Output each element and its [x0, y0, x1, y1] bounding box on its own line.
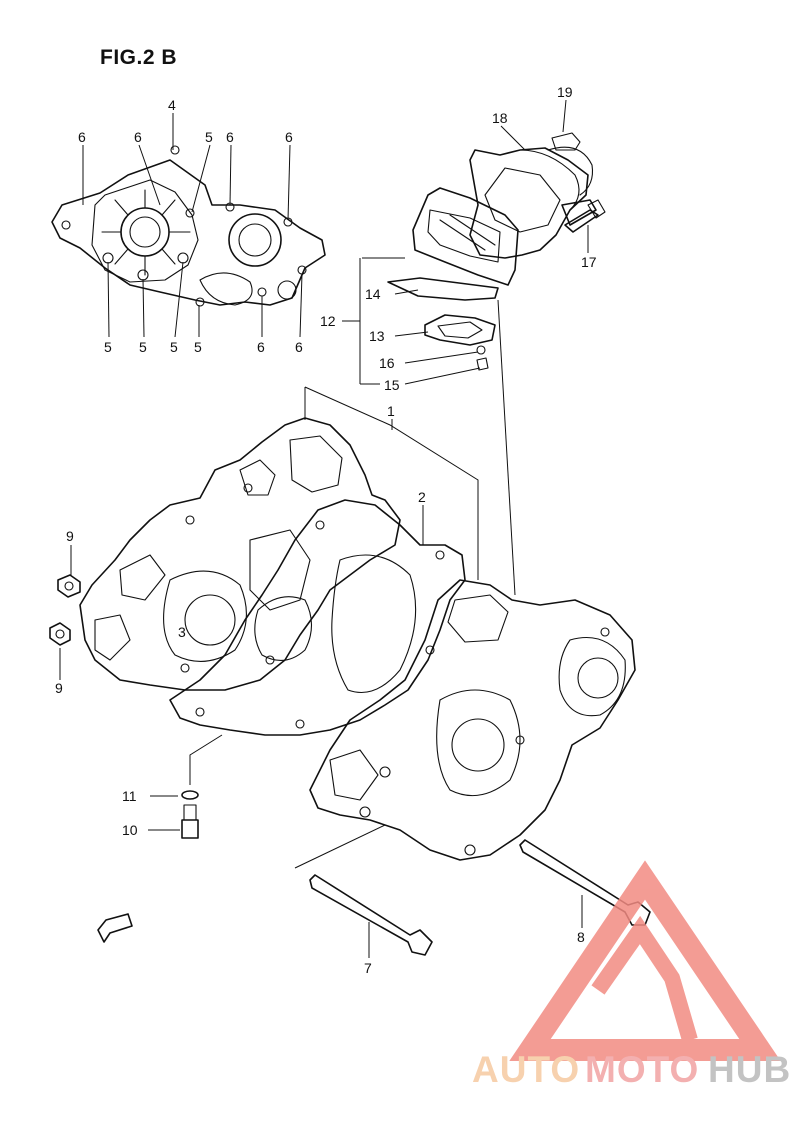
callout-19: 19	[557, 84, 573, 100]
callout-7: 7	[364, 960, 372, 976]
callout-3: 3	[178, 624, 186, 640]
figure-title: FIG.2 B	[100, 46, 178, 69]
callout-1: 1	[387, 403, 395, 419]
callout-15: 15	[384, 377, 400, 393]
callout-18: 18	[492, 110, 508, 126]
watermark-logo-mark	[591, 915, 698, 1043]
watermark-text-auto: AUTO	[472, 1049, 580, 1090]
callout-8: 8	[577, 929, 585, 945]
crankcase-right-half-drawing	[309, 579, 636, 861]
intake-leader-lines	[342, 99, 589, 596]
watermark-text-hub: HUB	[708, 1049, 791, 1090]
callout-5: 5	[205, 129, 213, 145]
automotohub-watermark: AUTO MOTO HUB	[472, 860, 791, 1090]
callout-13: 13	[369, 328, 385, 344]
callout-9: 9	[55, 680, 63, 696]
callout-5: 5	[139, 339, 147, 355]
callout-4: 4	[168, 97, 176, 113]
cover-leader-lines	[82, 113, 303, 338]
intake-assembly-drawing	[387, 132, 606, 371]
callout-numbers: 4 6 6 5 6 6 5 5 5 5 6 6 19 18 17 14 12 1…	[55, 84, 597, 976]
crankcase-cover-drawing	[51, 145, 326, 307]
callout-5: 5	[194, 339, 202, 355]
callout-9: 9	[66, 528, 74, 544]
callout-10: 10	[122, 822, 138, 838]
watermark-text-moto: MOTO	[585, 1049, 699, 1090]
fwd-arrow-marker: FWD	[97, 913, 133, 943]
crankcase-left-half-drawing	[79, 417, 401, 691]
callout-5: 5	[104, 339, 112, 355]
callout-17: 17	[581, 254, 597, 270]
callout-16: 16	[379, 355, 395, 371]
callout-14: 14	[365, 286, 381, 302]
callout-6: 6	[285, 129, 293, 145]
main-leader-lines	[59, 386, 583, 958]
callout-6: 6	[78, 129, 86, 145]
watermark-logo-triangle	[509, 860, 781, 1061]
callout-2: 2	[418, 489, 426, 505]
callout-11: 11	[122, 788, 137, 804]
crankcase-gasket-drawing	[169, 499, 466, 736]
callout-6: 6	[226, 129, 234, 145]
callout-6: 6	[295, 339, 303, 355]
callout-6: 6	[257, 339, 265, 355]
callout-6: 6	[134, 129, 142, 145]
callout-5: 5	[170, 339, 178, 355]
callout-12: 12	[320, 313, 336, 329]
fasteners-drawing	[49, 199, 651, 956]
